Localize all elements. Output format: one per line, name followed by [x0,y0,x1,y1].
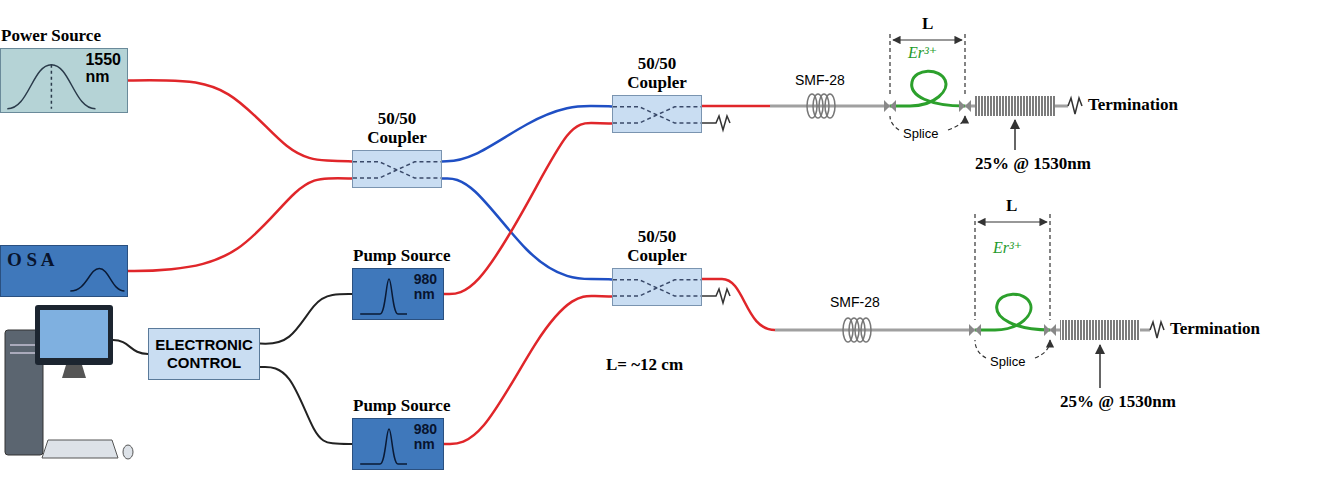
box-heading: 50/50 Coupler [617,227,697,266]
pump-source-box: Pump Source980 nm [352,418,444,470]
box-text: O S A [7,249,55,271]
control-cable [113,340,148,354]
power-source-box: Power Source1550 nm [0,48,128,113]
fiber-connector [442,106,612,161]
box-heading: Pump Source [353,396,450,416]
box-graphic [353,162,441,178]
box-graphic [360,429,407,464]
control-cable [260,367,352,444]
fiber-line-bottom [969,324,1056,336]
coupler-box: 50/50 Coupler [352,150,442,188]
fiber-line-top [884,100,971,112]
fiber-line-bottom [702,279,775,330]
box-heading: Pump Source [353,246,450,266]
fiber-line-bottom [849,318,859,342]
fiber-connector [128,178,352,271]
control-cable [260,294,352,344]
fiber-label: SMF-28 [795,72,845,88]
grating-label: 25% @ 1530nm [1060,392,1176,412]
fiber-line-bottom [1099,345,1101,388]
fiber-line-bottom [702,289,730,303]
fiber-label: SMF-28 [830,294,880,310]
length-note: L= ~12 cm [606,355,683,375]
box-text: 1550 nm [85,52,121,86]
termination-label: Termination [1170,319,1260,339]
fiber-line-bottom [702,214,1164,388]
fiber-line-bottom [843,318,853,342]
box-graphic [613,280,701,296]
box-text: 980 nm [414,272,437,301]
fiber-line-top [819,94,829,118]
box-graphic [7,65,95,109]
fiber-line-top [702,105,770,108]
fiber-line-top [770,105,890,108]
fiber-line-top [807,94,817,118]
box-graphic [613,107,701,123]
computer-icon [5,305,133,459]
box-heading: Power Source [1,26,101,46]
length-label: L [922,14,933,34]
termination-label: Termination [1088,95,1178,115]
box-heading: 50/50 Coupler [617,54,697,93]
length-label: L [1006,196,1017,216]
box-heading: 50/50 Coupler [357,109,437,148]
fiber-line-top [1014,120,1016,150]
fiber-line-bottom [861,318,871,342]
computer-icon [10,344,38,346]
computer-icon [62,365,86,378]
box-graphic [51,65,53,109]
fiber-line-top [975,96,1055,116]
control-cable [113,340,148,354]
splice-label: Splice [990,354,1025,369]
coupler-box: 50/50 Coupler [612,95,702,133]
fiber-line-top [893,39,962,40]
box-text: ELECTRONIC CONTROL [155,336,253,372]
box-graphic [360,279,407,314]
fiber-line-top [702,116,730,130]
doped-fiber-label: Er³⁺ [993,238,1022,257]
splice-label: Splice [903,126,938,141]
grating-label: 25% @ 1530nm [975,154,1091,174]
analyzer-box: O S A [0,245,128,297]
fiber-line-bottom [1150,322,1164,338]
pump-source-box: Pump Source980 nm [352,268,444,320]
computer-icon [40,310,108,358]
fiber-line-top [890,34,965,96]
computer-icon [123,445,133,459]
fiber-line-top [890,71,965,106]
fiber-line-top [813,94,823,118]
fiber-line-top [702,34,1082,150]
coupler-box: 50/50 Coupler [612,268,702,306]
fiber-connector [128,80,352,161]
fiber-connector [442,178,612,279]
doped-fiber-label: Er³⁺ [908,43,937,62]
fiber-line-bottom [975,294,1050,330]
computer-icon [10,352,38,354]
box-graphic [353,151,441,187]
fiber-line-top [1068,98,1082,114]
fiber-line-bottom [975,214,1050,320]
box-text: 980 nm [414,422,437,451]
fiber-connector [444,296,612,444]
box-graphic [613,269,701,305]
box-graphic [70,269,124,292]
fiber-line-bottom [1060,320,1140,340]
fiber-line-bottom [775,329,975,332]
computer-icon [35,305,113,365]
fiber-connector [444,123,612,294]
box-graphic [613,96,701,132]
fiber-line-top [825,94,835,118]
fiber-line-bottom [978,221,1047,222]
fiber-line-bottom [855,318,865,342]
control-box: ELECTRONIC CONTROL [148,328,260,380]
computer-icon [42,440,118,458]
